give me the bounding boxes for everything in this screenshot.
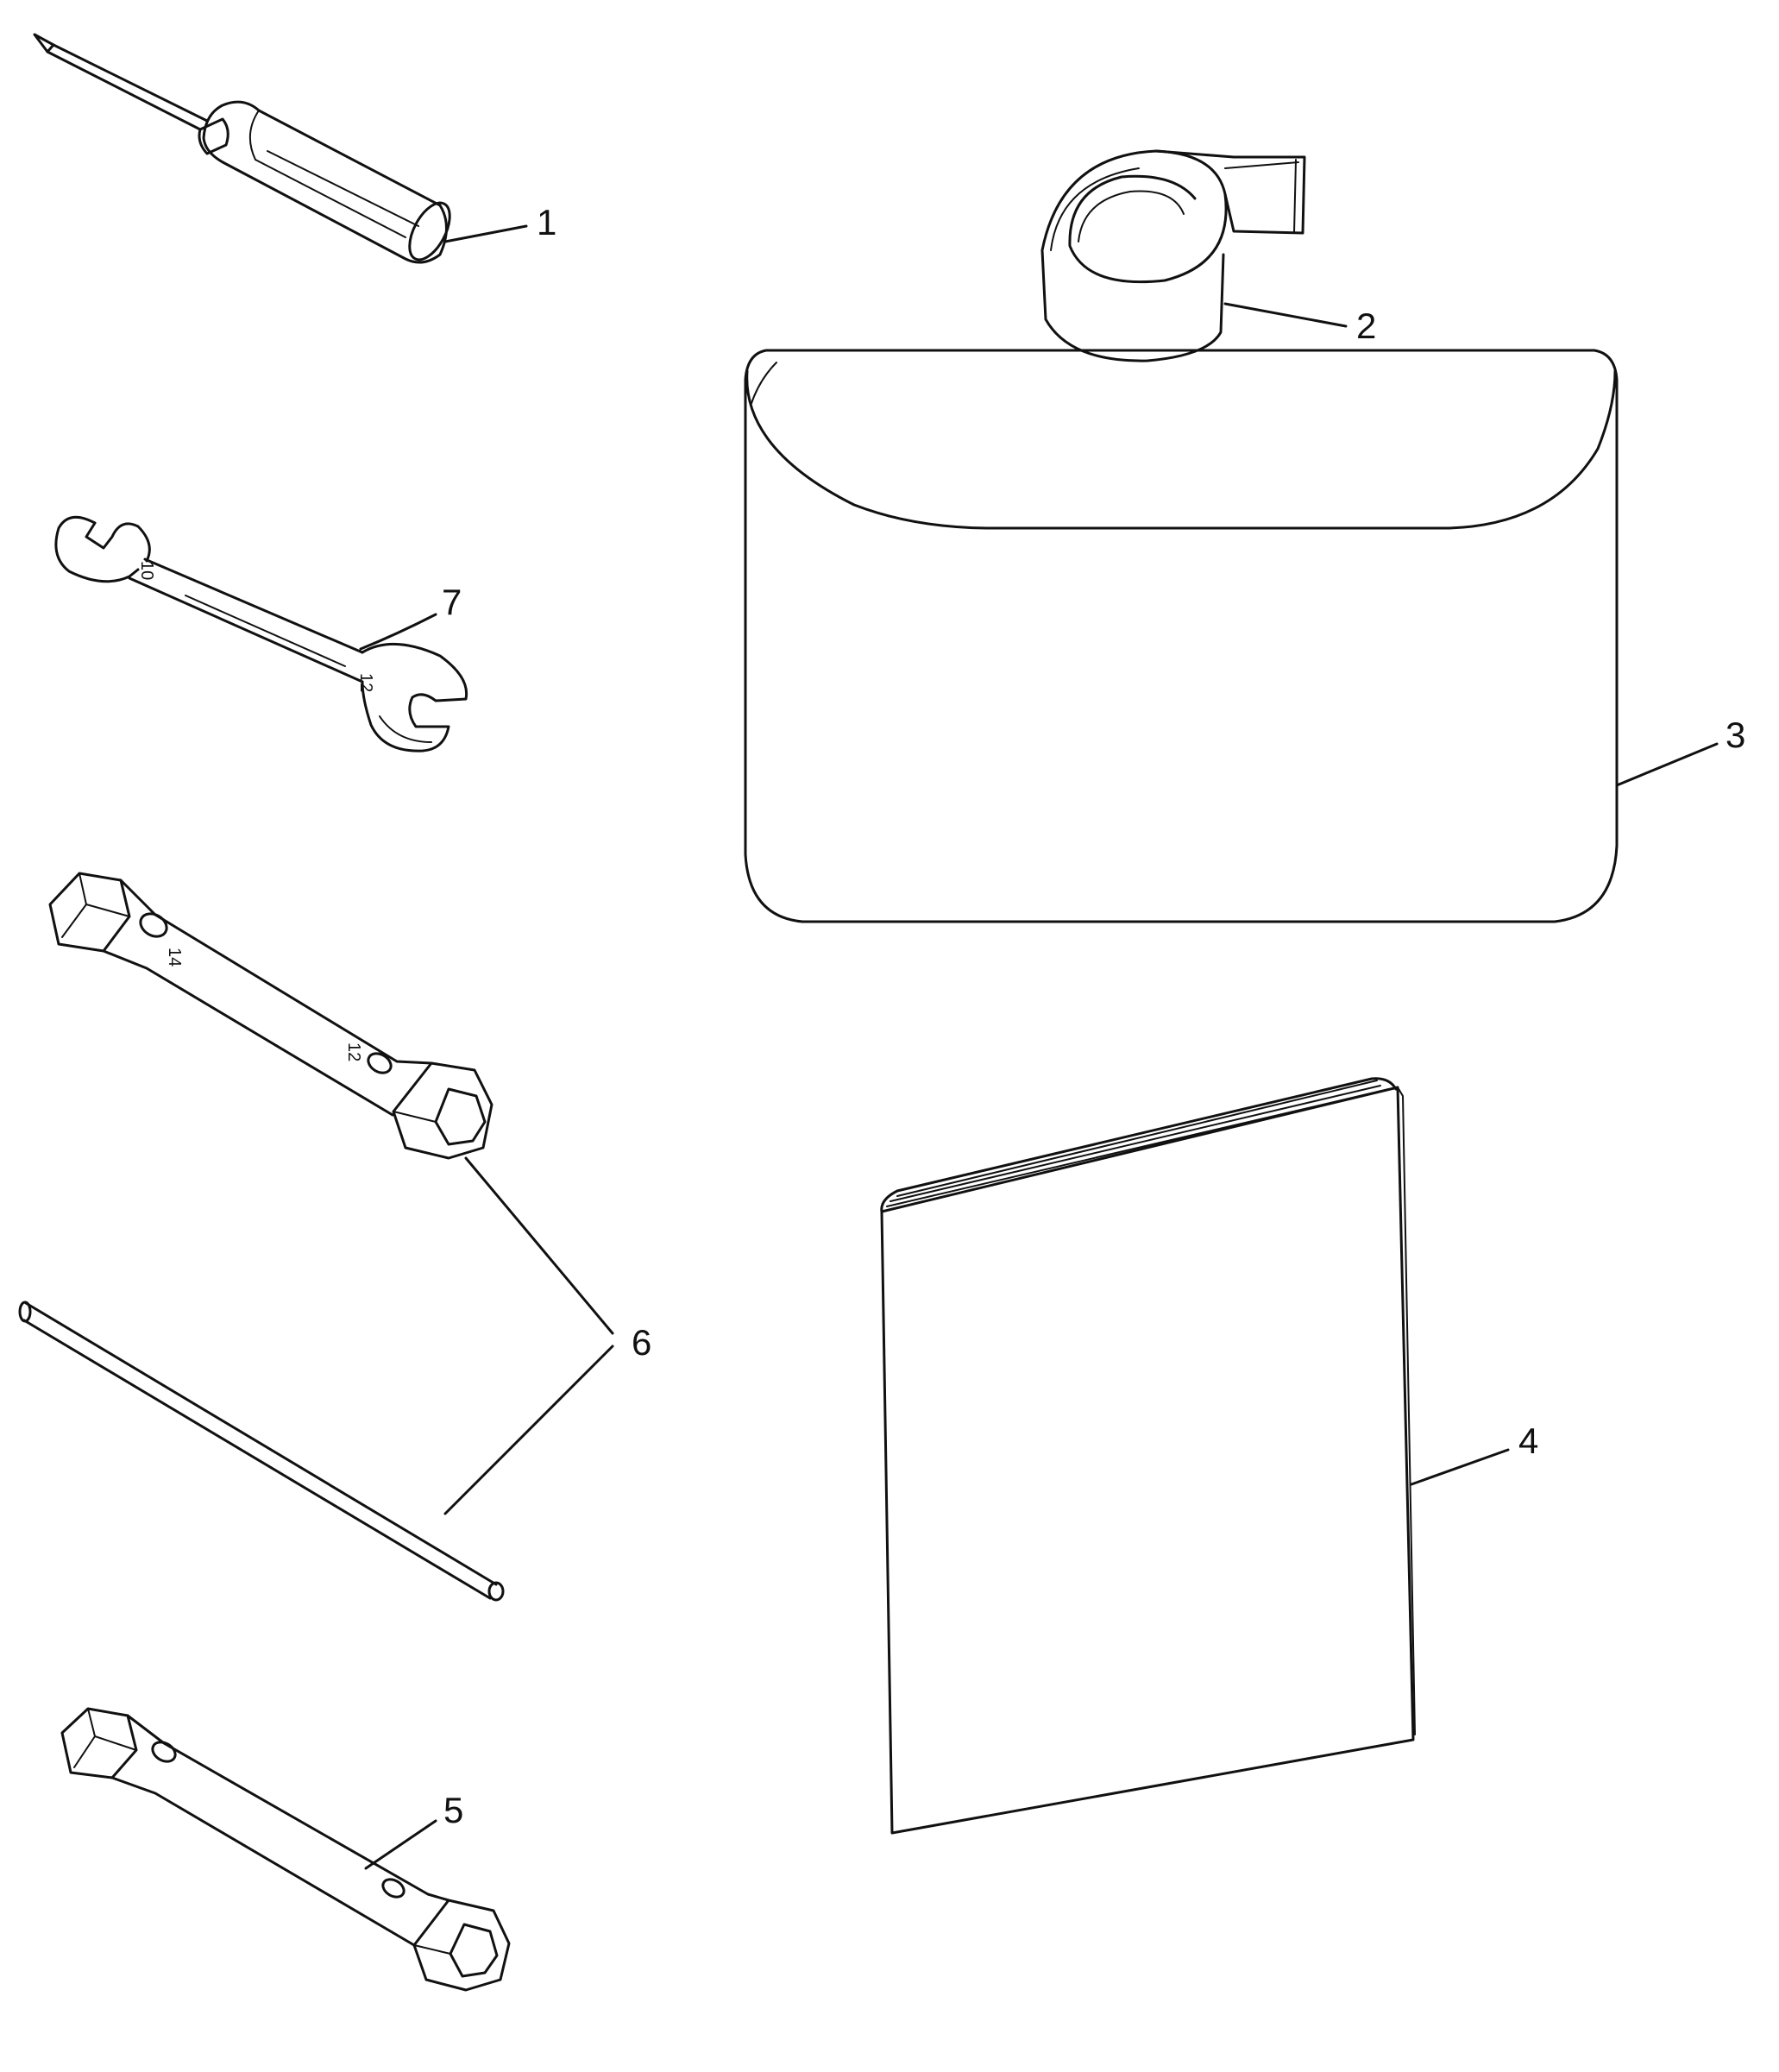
callout-2: 2 bbox=[1356, 305, 1376, 346]
owners-manual-part: 4 bbox=[880, 1077, 1538, 1835]
tool-bag-part: 3 bbox=[744, 349, 1745, 923]
box-wrench-marking-12: 12 bbox=[344, 1042, 363, 1061]
callout-1: 1 bbox=[537, 202, 556, 242]
wrench-marking-12: 12 bbox=[356, 673, 375, 692]
open-end-wrench-part: 10 12 7 bbox=[54, 515, 468, 753]
box-wrench-large-part: 14 12 bbox=[48, 872, 614, 1335]
sliding-bar-part: 6 bbox=[18, 1301, 651, 1602]
wrench-marking-10: 10 bbox=[137, 561, 156, 580]
callout-5: 5 bbox=[443, 1790, 463, 1830]
callout-3: 3 bbox=[1726, 715, 1745, 755]
callout-6: 6 bbox=[632, 1322, 651, 1363]
screwdriver-part: 1 bbox=[33, 33, 556, 264]
strap-part: 2 bbox=[1040, 149, 1376, 362]
callout-7: 7 bbox=[442, 582, 462, 622]
box-wrench-small-part: 5 bbox=[60, 1707, 511, 1992]
box-wrench-marking-14: 14 bbox=[165, 948, 184, 967]
callout-4: 4 bbox=[1518, 1420, 1538, 1461]
